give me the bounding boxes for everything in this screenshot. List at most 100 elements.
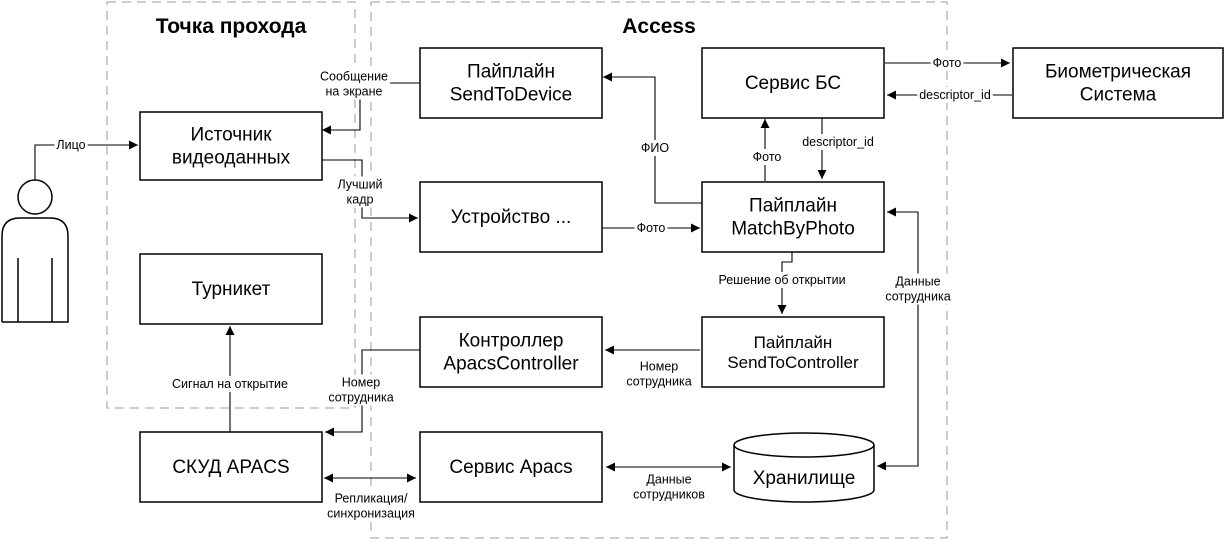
zone-access: Access	[370, 1, 948, 539]
label-background	[631, 471, 708, 503]
edge-label-photo-match-bs: Фото	[753, 150, 782, 164]
label-background	[335, 176, 385, 208]
node-device-label: Устройство ...	[451, 207, 572, 228]
text-line: на экране	[326, 85, 383, 99]
text-line: Биометрическая	[1045, 61, 1191, 82]
text-line: SendToController	[727, 353, 859, 372]
label-background	[317, 68, 391, 100]
text-line: descriptor_id	[919, 88, 991, 102]
label-background	[170, 376, 291, 392]
label-background	[883, 273, 953, 305]
text-line: синхронизация	[327, 507, 415, 521]
edge-label-photo-device-match: Фото	[637, 221, 666, 235]
text-line: ApacsController	[443, 353, 579, 374]
text-line: видеоданных	[172, 147, 291, 168]
text-line: Номер	[342, 376, 381, 390]
text-line: Данные	[895, 275, 940, 289]
label-background	[800, 134, 876, 150]
label-background	[634, 220, 668, 236]
text-line: Сигнал на открытие	[172, 377, 288, 391]
text-line: Система	[1080, 84, 1157, 105]
text-line: Сервис Apacs	[449, 457, 572, 478]
label-background	[716, 272, 848, 288]
edge-face	[34, 140, 138, 180]
edge-employee-data-down	[877, 338, 919, 471]
label-background	[624, 358, 694, 390]
node-skud-label: СКУД APACS	[172, 457, 289, 478]
label-background	[750, 149, 784, 165]
text-line: сотрудника	[328, 391, 393, 405]
edge-label-face: Лицо	[56, 138, 85, 152]
text-line: сотрудника	[626, 375, 691, 389]
text-line: Номер	[640, 360, 679, 374]
edge-label-fio: ФИО	[641, 141, 669, 155]
zone-title-entry-point: Точка прохода	[156, 15, 307, 38]
edge-label-photo-bs-biometric: Фото	[933, 56, 962, 70]
text-line: Хранилище	[753, 468, 856, 489]
text-line: Фото	[753, 150, 782, 164]
edge-label-open-decision: Решение об открытии	[718, 273, 845, 287]
text-line: MatchByPhoto	[731, 218, 855, 239]
text-line: SendToDevice	[450, 84, 573, 105]
text-line: Источник	[190, 124, 272, 145]
node-storage-label: Хранилище	[753, 468, 856, 489]
node-skud: СКУД APACS	[139, 431, 323, 503]
text-line: сотрудников	[633, 488, 705, 502]
text-line: Решение об открытии	[718, 273, 845, 287]
text-line: Сервис БС	[745, 73, 841, 94]
text-line: Пайплайн	[754, 332, 833, 351]
text-line: ФИО	[641, 141, 669, 155]
text-line: Лицо	[56, 138, 85, 152]
label-background	[930, 55, 964, 71]
label-background	[326, 374, 396, 406]
node-turnstile-label: Турникет	[192, 279, 271, 300]
node-bs-service-label: Сервис БС	[745, 73, 841, 94]
text-line: Турникет	[192, 279, 271, 300]
text-line: Пайплайн	[467, 61, 555, 82]
label-background	[917, 87, 993, 103]
node-storage: Хранилище	[733, 432, 875, 503]
text-line: Фото	[933, 56, 962, 70]
text-line: descriptor_id	[802, 135, 874, 149]
node-apacs-service: Сервис Apacs	[419, 431, 603, 503]
edge-label-descriptor-bs-match: descriptor_id	[802, 135, 874, 149]
text-line: Сообщение	[320, 70, 388, 84]
text-line: Устройство ...	[451, 207, 572, 228]
label-background	[638, 140, 672, 156]
node-device: Устройство ...	[419, 181, 603, 253]
text-line: СКУД APACS	[172, 457, 289, 478]
label-background	[325, 490, 417, 522]
text-line: Лучший	[337, 178, 382, 192]
zone-entry-point: Точка прохода	[106, 1, 356, 409]
edge-label-open-signal: Сигнал на открытие	[172, 377, 288, 391]
node-turnstile: Турникет	[139, 253, 323, 325]
label-background	[54, 137, 88, 153]
text-line: Пайплайн	[749, 195, 837, 216]
person-icon	[1, 179, 69, 323]
edge-label-descriptor-biometric-bs: descriptor_id	[919, 88, 991, 102]
zone-title-access: Access	[622, 15, 696, 38]
text-line: Данные	[646, 473, 691, 487]
text-line: Контроллер	[459, 330, 564, 351]
text-line: Фото	[637, 221, 666, 235]
node-bs-service: Сервис БС	[701, 47, 885, 119]
text-line: кадр	[347, 193, 374, 207]
text-line: Репликация/	[335, 492, 408, 506]
